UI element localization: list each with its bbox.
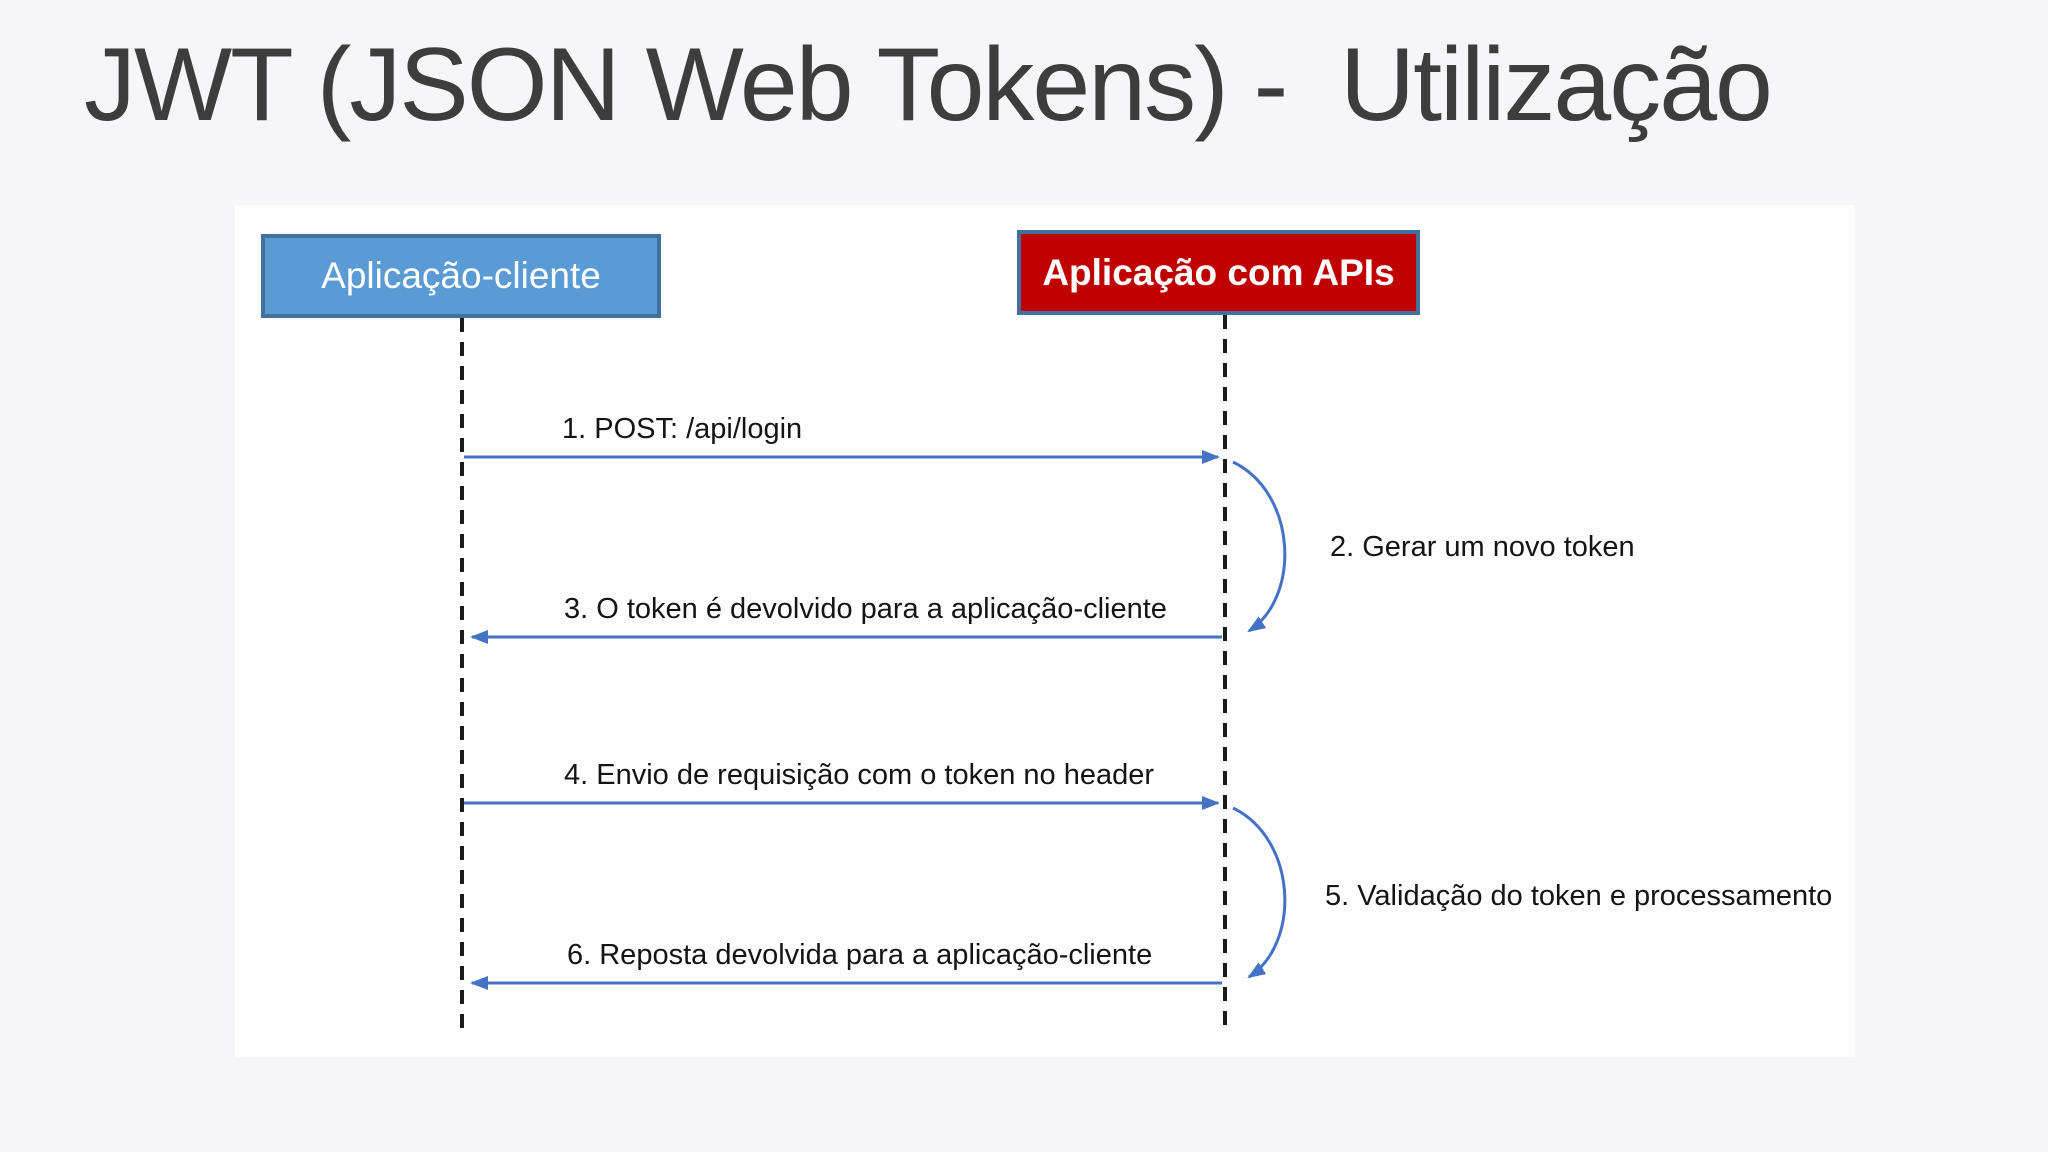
- actor-box-client: Aplicação-cliente: [261, 234, 661, 318]
- actor-label-api: Aplicação com APIs: [1042, 251, 1395, 293]
- slide-title: JWT (JSON Web Tokens) - Utilização: [84, 27, 1773, 143]
- actor-label-client: Aplicação-cliente: [321, 255, 601, 296]
- message-label-5: 5. Validação do token e processamento: [1325, 880, 1833, 912]
- actor-box-api: Aplicação com APIs: [1017, 230, 1420, 315]
- message-self-loop-5: [1232, 806, 1287, 979]
- message-label-4: 4. Envio de requisição com o token no he…: [564, 759, 1155, 791]
- message-arrows-layer: [464, 450, 1287, 990]
- message-label-1: 1. POST: /api/login: [562, 413, 803, 445]
- lifeline-client: [460, 318, 464, 1035]
- lifeline-api: [1223, 315, 1227, 1035]
- message-self-loop-2: [1232, 460, 1287, 633]
- diagram-canvas: Aplicação-cliente Aplicação com APIs 1. …: [235, 205, 1855, 1057]
- message-label-6: 6. Reposta devolvida para a aplicação-cl…: [567, 939, 1153, 971]
- message-label-3: 3. O token é devolvido para a aplicação-…: [564, 593, 1167, 625]
- message-label-2: 2. Gerar um novo token: [1330, 531, 1635, 563]
